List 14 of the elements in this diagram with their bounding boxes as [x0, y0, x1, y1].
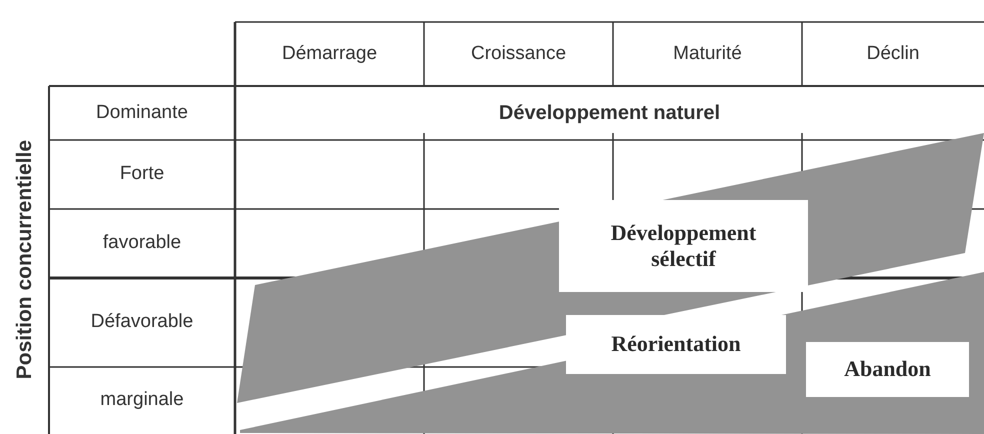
zone-label: Développement naturel: [498, 101, 720, 125]
column-header: Croissance: [470, 42, 566, 66]
column-header: Maturité: [673, 42, 742, 66]
axis-title: Position concurrentielle: [12, 140, 37, 380]
column-header: Déclin: [866, 42, 920, 66]
row-header: Dominante: [96, 102, 188, 124]
zone-label: Développement sélectif: [559, 200, 808, 292]
row-header: Forte: [120, 163, 164, 186]
column-header: Démarrage: [282, 42, 378, 66]
row-header: Défavorable: [90, 311, 194, 334]
zone-label: Réorientation: [566, 315, 786, 374]
zone-label: Abandon: [806, 342, 969, 397]
row-header: marginale: [100, 389, 184, 412]
row-header: favorable: [102, 232, 182, 255]
